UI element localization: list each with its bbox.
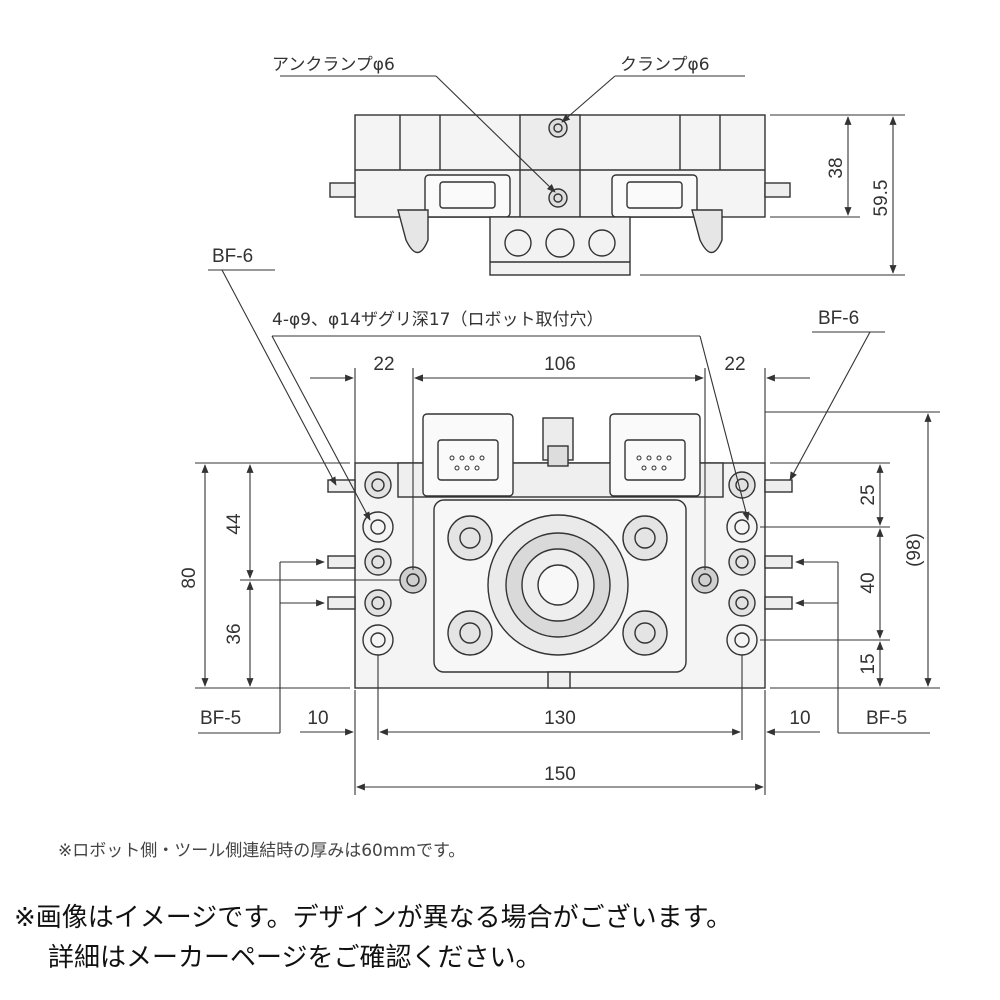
dim-98: (98) (904, 533, 925, 567)
label-bf5-left: BF-5 (200, 708, 241, 729)
disclaimer-line-2: 詳細はメーカーページをご確認ください。 (48, 943, 542, 973)
dim-15: 15 (858, 653, 879, 674)
thickness-note: ※ロボット側・ツール側連結時の厚みは60mmです。 (58, 841, 466, 861)
dim-22-right: 22 (724, 354, 745, 375)
front-view (327, 413, 793, 689)
label-bf6-right: BF-6 (818, 308, 859, 329)
label-bf5-right: BF-5 (866, 708, 907, 729)
dim-44: 44 (224, 513, 245, 535)
dim-10-left: 10 (307, 708, 328, 729)
label-bf6-left: BF-6 (212, 246, 253, 267)
front-view-dims (195, 269, 940, 795)
dim-22-left: 22 (373, 354, 394, 375)
dim-36: 36 (224, 623, 245, 644)
dim-59-5: 59.5 (871, 180, 892, 217)
dim-10-right: 10 (789, 708, 810, 729)
dim-106: 106 (544, 354, 576, 375)
label-clamp: クランプφ6 (620, 55, 710, 75)
technical-drawing: 38 59.5 アンクランプφ6 クランプφ6 (179, 55, 940, 795)
label-robot-holes: 4-φ9、φ14ザグリ深17（ロボット取付穴） (272, 310, 603, 330)
dim-80: 80 (179, 567, 200, 588)
dim-150: 150 (544, 764, 576, 785)
disclaimer: ※画像はイメージです。デザインが異なる場合がございます。 詳細はメーカーページを… (14, 898, 732, 978)
disclaimer-line-1: ※画像はイメージです。デザインが異なる場合がございます。 (14, 903, 733, 933)
dim-38: 38 (826, 157, 847, 178)
side-view (329, 114, 791, 276)
dim-130: 130 (544, 708, 576, 729)
side-view-dims (640, 114, 905, 276)
dim-40: 40 (858, 572, 879, 593)
side-view-leaders (280, 75, 745, 193)
dim-25: 25 (858, 484, 879, 505)
label-unclamp: アンクランプφ6 (272, 55, 395, 75)
